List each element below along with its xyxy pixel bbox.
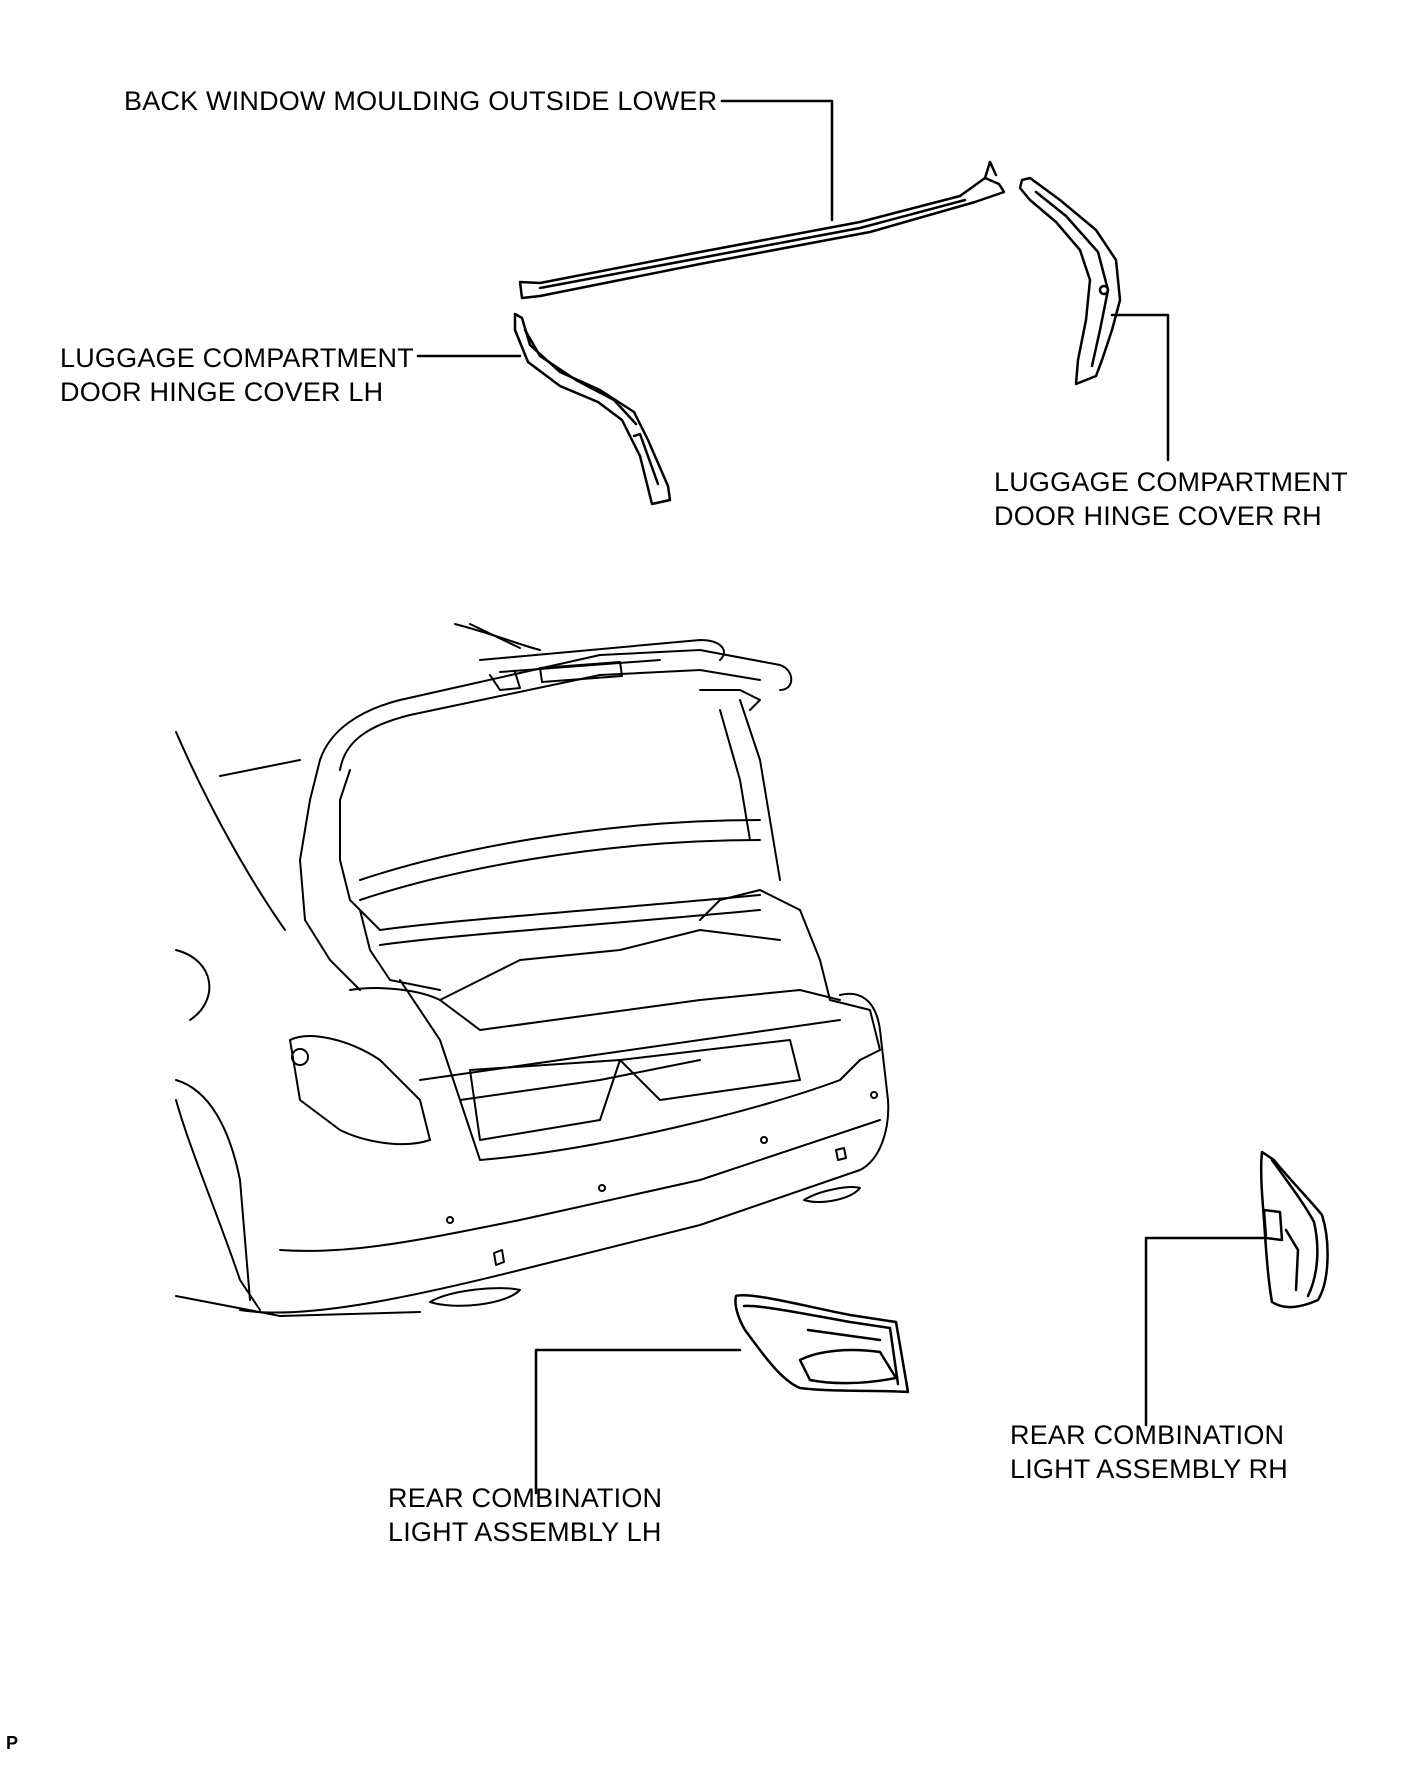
leader-back-window-moulding bbox=[720, 99, 834, 222]
label-hinge-cover-rh-line1: LUGGAGE COMPARTMENT bbox=[994, 467, 1348, 497]
back-window-moulding-part bbox=[518, 160, 1006, 300]
hinge-cover-lh-part bbox=[513, 312, 672, 506]
label-rear-light-rh-line1: REAR COMBINATION bbox=[1010, 1420, 1285, 1450]
label-rear-light-lh-line2: LIGHT ASSEMBLY LH bbox=[388, 1517, 662, 1547]
label-rear-light-rh-line2: LIGHT ASSEMBLY RH bbox=[1010, 1454, 1289, 1484]
rear-light-lh-part bbox=[734, 1294, 910, 1394]
vehicle-rear-illustration bbox=[175, 623, 890, 1317]
hinge-cover-rh-part bbox=[1018, 176, 1122, 386]
label-hinge-cover-rh-line2: DOOR HINGE COVER RH bbox=[994, 501, 1322, 531]
label-rear-light-lh-line1: REAR COMBINATION bbox=[388, 1483, 663, 1513]
leader-lines bbox=[416, 99, 1266, 1495]
label-hinge-cover-lh-line2: DOOR HINGE COVER LH bbox=[60, 377, 384, 407]
leader-rear-light-rh bbox=[1144, 1236, 1266, 1427]
leader-rear-light-lh bbox=[534, 1348, 742, 1495]
rear-light-rh-part bbox=[1259, 1150, 1329, 1309]
corner-code: P bbox=[6, 1733, 19, 1753]
label-back-window-moulding: BACK WINDOW MOULDING OUTSIDE LOWER bbox=[124, 86, 718, 116]
label-hinge-cover-lh-line1: LUGGAGE COMPARTMENT bbox=[60, 343, 414, 373]
leader-hinge-cover-rh bbox=[1110, 313, 1170, 462]
